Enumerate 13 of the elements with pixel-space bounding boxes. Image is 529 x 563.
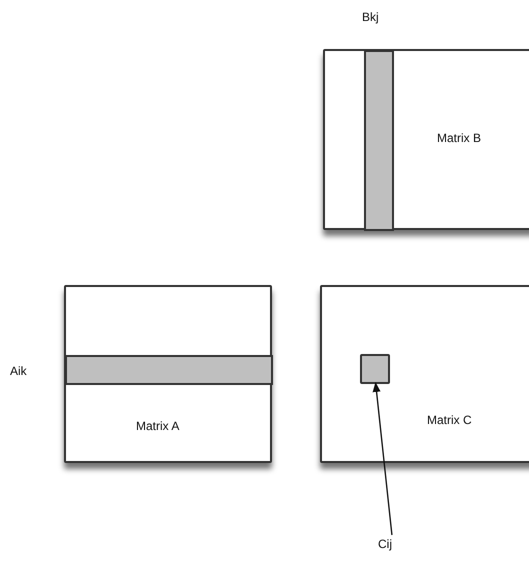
arrow xyxy=(372,382,393,536)
matrix-label: Matrix C xyxy=(427,412,472,429)
strip-label: Bkj xyxy=(362,9,379,26)
matrix-box xyxy=(64,285,272,463)
matrix-box xyxy=(320,285,529,463)
strip-label: Aik xyxy=(10,363,27,380)
matrix-label: Matrix B xyxy=(437,130,482,147)
highlighted-column xyxy=(364,50,394,231)
highlighted-row xyxy=(65,355,273,385)
highlighted-cell xyxy=(360,354,390,384)
matrix-box xyxy=(323,49,529,230)
cell-label: Cij xyxy=(378,535,392,553)
matrix-label: Matrix A xyxy=(136,418,180,435)
